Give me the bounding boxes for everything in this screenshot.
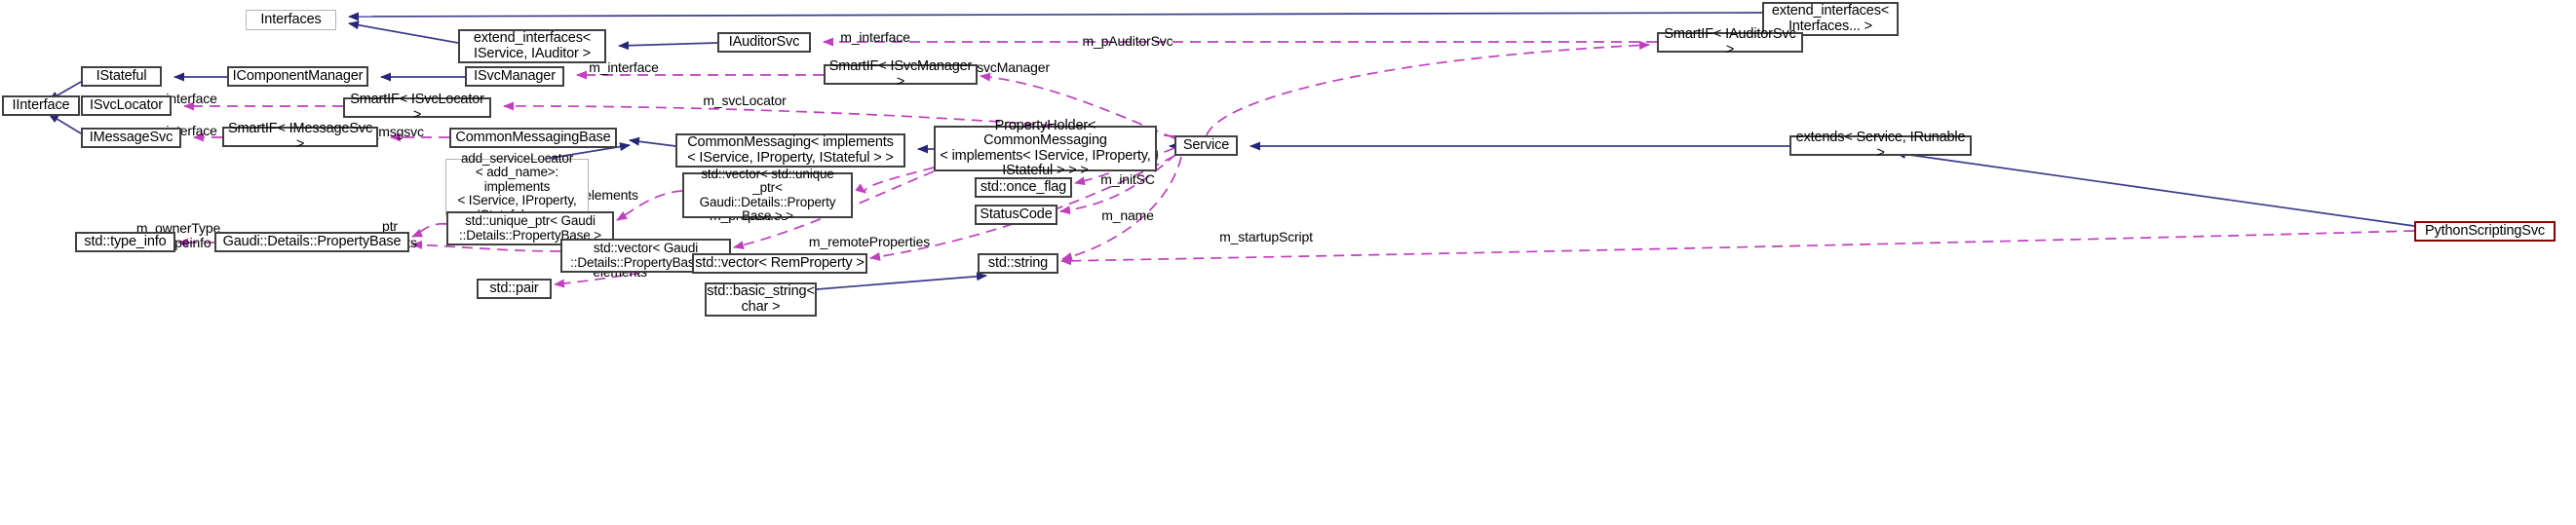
node-vector-unique-ptr-propertybase[interactable]: std::vector< std::unique _ptr< Gaudi::De…: [682, 167, 853, 223]
edge-label-m-interface-svcmanager: m_interface: [589, 59, 659, 75]
node-label: IAuditorSvc: [728, 33, 800, 50]
node-label: extends< Service, IRunable >: [1795, 130, 1966, 161]
node-label: PythonScriptingSvc: [2424, 222, 2546, 239]
node-label: StatusCode: [980, 206, 1053, 222]
node-gaudi-details-propertybase[interactable]: Gaudi::Details::PropertyBase: [214, 232, 409, 252]
edge-label-ptr: ptr: [382, 218, 398, 234]
node-label: extend_interfaces< Interfaces... >: [1771, 3, 1890, 34]
node-label: std::once_flag: [980, 178, 1067, 195]
node-std-once-flag[interactable]: std::once_flag: [975, 177, 1072, 198]
node-label: ISvcManager: [474, 67, 556, 84]
node-label: std::basic_string< char >: [707, 283, 815, 315]
node-isvcmanager[interactable]: ISvcManager: [465, 66, 564, 87]
edge-label-m-svclocator-1: m_svcLocator: [703, 93, 787, 108]
node-label: std::vector< std::unique _ptr< Gaudi::De…: [699, 166, 836, 223]
edge-label-m-pauditorsvc: m_pAuditorSvc: [1082, 33, 1173, 49]
node-smartif-iauditorsvc[interactable]: SmartIF< IAuditorSvc >: [1657, 26, 1803, 56]
edge-label-m-startupscript: m_startupScript: [1219, 229, 1313, 244]
node-std-basic-string-char[interactable]: std::basic_string< char >: [705, 282, 817, 317]
node-label: Gaudi::Details::PropertyBase: [222, 233, 402, 249]
node-label: IMessageSvc: [89, 129, 173, 145]
edge-label-m-svcmanager: m_svcManager: [958, 59, 1050, 75]
node-label: IStateful: [96, 67, 147, 84]
node-extend-interfaces-variadic[interactable]: extend_interfaces< Interfaces... >: [1762, 2, 1899, 36]
node-label: std::vector< RemProperty >: [695, 254, 865, 271]
node-std-pair[interactable]: std::pair: [477, 279, 552, 299]
node-label: Service: [1182, 136, 1230, 153]
node-commonmessaging[interactable]: CommonMessaging< implements < IService, …: [675, 133, 905, 168]
node-label: SmartIF< ISvcManager >: [828, 58, 973, 90]
node-propertyholder[interactable]: PropertyHolder< CommonMessaging < implem…: [934, 118, 1157, 178]
node-smartif-isvclocator[interactable]: SmartIF< ISvcLocator >: [343, 92, 491, 122]
node-label: std::unique_ptr< Gaudi ::Details::Proper…: [459, 213, 601, 243]
node-label: Interfaces: [260, 11, 322, 27]
edge-label-m-name: m_name: [1101, 207, 1154, 223]
node-label: IInterface: [12, 96, 70, 113]
node-std-string[interactable]: std::string: [978, 253, 1058, 274]
edge-label-m-remoteproperties: m_remoteProperties: [808, 234, 931, 249]
node-istateful[interactable]: IStateful: [81, 66, 162, 87]
edge-label-m-interface-auditorsvc: m_interface: [840, 29, 910, 45]
node-smartif-isvcmanager[interactable]: SmartIF< ISvcManager >: [824, 58, 978, 89]
node-extend-interfaces-iservice-iauditor[interactable]: extend_interfaces< IService, IAuditor >: [458, 29, 606, 63]
node-label: std::type_info: [84, 233, 167, 249]
edge-label-elements-1: elements: [584, 187, 638, 203]
node-label: std::pair: [489, 280, 539, 296]
node-label: extend_interfaces< IService, IAuditor >: [473, 30, 592, 61]
node-label: CommonMessagingBase: [455, 129, 611, 145]
node-imessagesvc[interactable]: IMessageSvc: [81, 128, 181, 148]
node-pythonscriptingsvc[interactable]: PythonScriptingSvc: [2414, 221, 2556, 242]
node-icomponentmanager[interactable]: IComponentManager: [227, 66, 368, 87]
node-statuscode[interactable]: StatusCode: [975, 205, 1057, 225]
node-label: PropertyHolder< CommonMessaging < implem…: [940, 117, 1151, 178]
node-label: CommonMessaging< implements < IService, …: [687, 134, 894, 166]
node-label: SmartIF< ISvcLocator >: [350, 92, 484, 123]
node-vector-remproperty[interactable]: std::vector< RemProperty >: [692, 253, 867, 274]
node-iauditorsvc[interactable]: IAuditorSvc: [717, 32, 811, 53]
node-iinterface[interactable]: IInterface: [2, 95, 80, 116]
node-extends-service-irunable[interactable]: extends< Service, IRunable >: [1789, 130, 1972, 160]
node-isvclocator[interactable]: ISvcLocator: [81, 95, 172, 116]
node-label: SmartIF< IMessageSvc >: [227, 121, 373, 152]
node-label: SmartIF< IAuditorSvc >: [1664, 26, 1796, 57]
node-std-type-info[interactable]: std::type_info: [75, 232, 175, 252]
node-label: std::string: [987, 254, 1049, 271]
node-unique-ptr-propertybase[interactable]: std::unique_ptr< Gaudi ::Details::Proper…: [446, 211, 614, 245]
node-add-servicelocator[interactable]: add_serviceLocator < add_name>: implemen…: [445, 151, 589, 221]
node-service[interactable]: Service: [1174, 135, 1238, 156]
node-smartif-imessagesvc[interactable]: SmartIF< IMessageSvc >: [222, 121, 378, 151]
node-label: IComponentManager: [232, 67, 364, 84]
node-interfaces[interactable]: Interfaces: [246, 10, 336, 30]
node-label: ISvcLocator: [90, 96, 163, 113]
node-commonmessagingbase[interactable]: CommonMessagingBase: [449, 128, 617, 148]
